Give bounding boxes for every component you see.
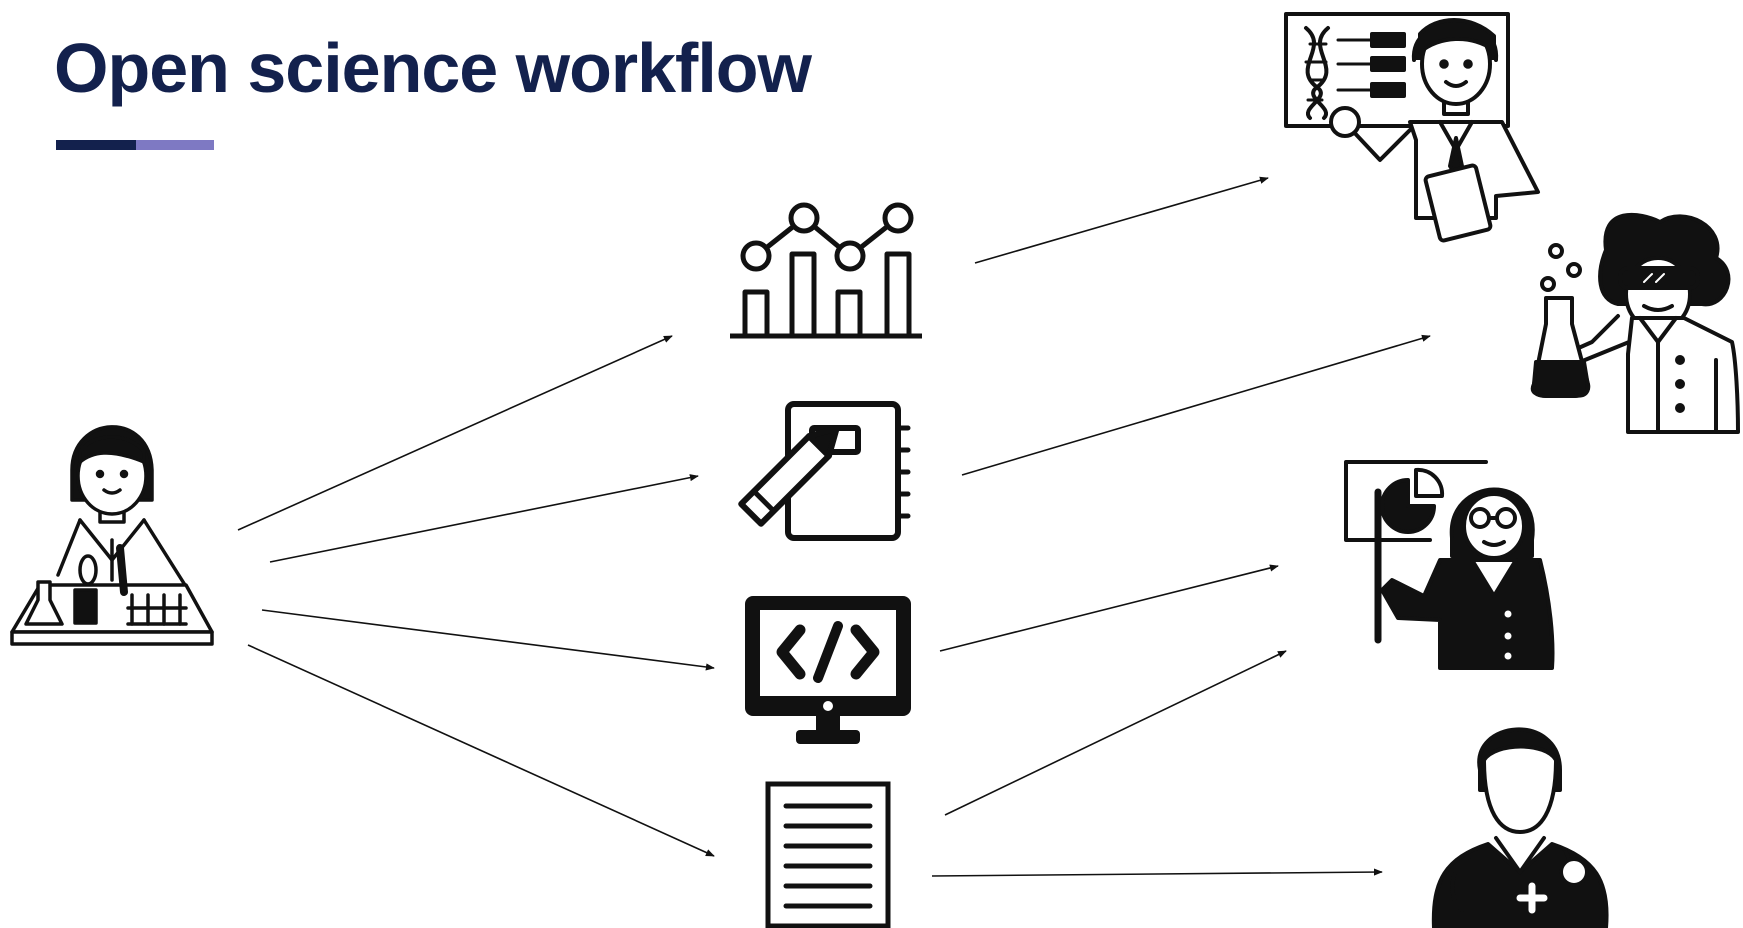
- arrow-code-to-data-presenter: [939, 564, 1279, 652]
- data-analytics-chart-icon: [730, 202, 922, 339]
- arrow-document-to-data-presenter: [944, 650, 1287, 816]
- data-presenter-icon: [1344, 460, 1555, 670]
- doctor-icon: [1431, 727, 1609, 928]
- presenting-researcher-icon: [1284, 12, 1540, 243]
- arrow-scientist-to-document: [247, 644, 715, 857]
- arrow-scientist-to-code: [261, 609, 715, 671]
- page-title: Open science workflow: [54, 29, 812, 107]
- arrow-document-to-doctor: [931, 868, 1383, 877]
- arrow-chart-to-presenter: [974, 176, 1269, 264]
- lab-chemist-icon: [1530, 212, 1740, 434]
- arrow-scientist-to-notebook: [269, 474, 699, 563]
- scientist-at-lab-bench-icon: [10, 425, 214, 646]
- arrow-notebook-to-chemist: [961, 334, 1431, 476]
- document-icon: [765, 781, 891, 928]
- code-monitor-icon: [745, 596, 911, 744]
- title-underline: [56, 140, 214, 150]
- underline-dark-segment: [56, 140, 136, 150]
- underline-light-segment: [136, 140, 214, 150]
- arrow-scientist-to-chart: [237, 335, 673, 531]
- lab-notebook-icon: [738, 401, 911, 541]
